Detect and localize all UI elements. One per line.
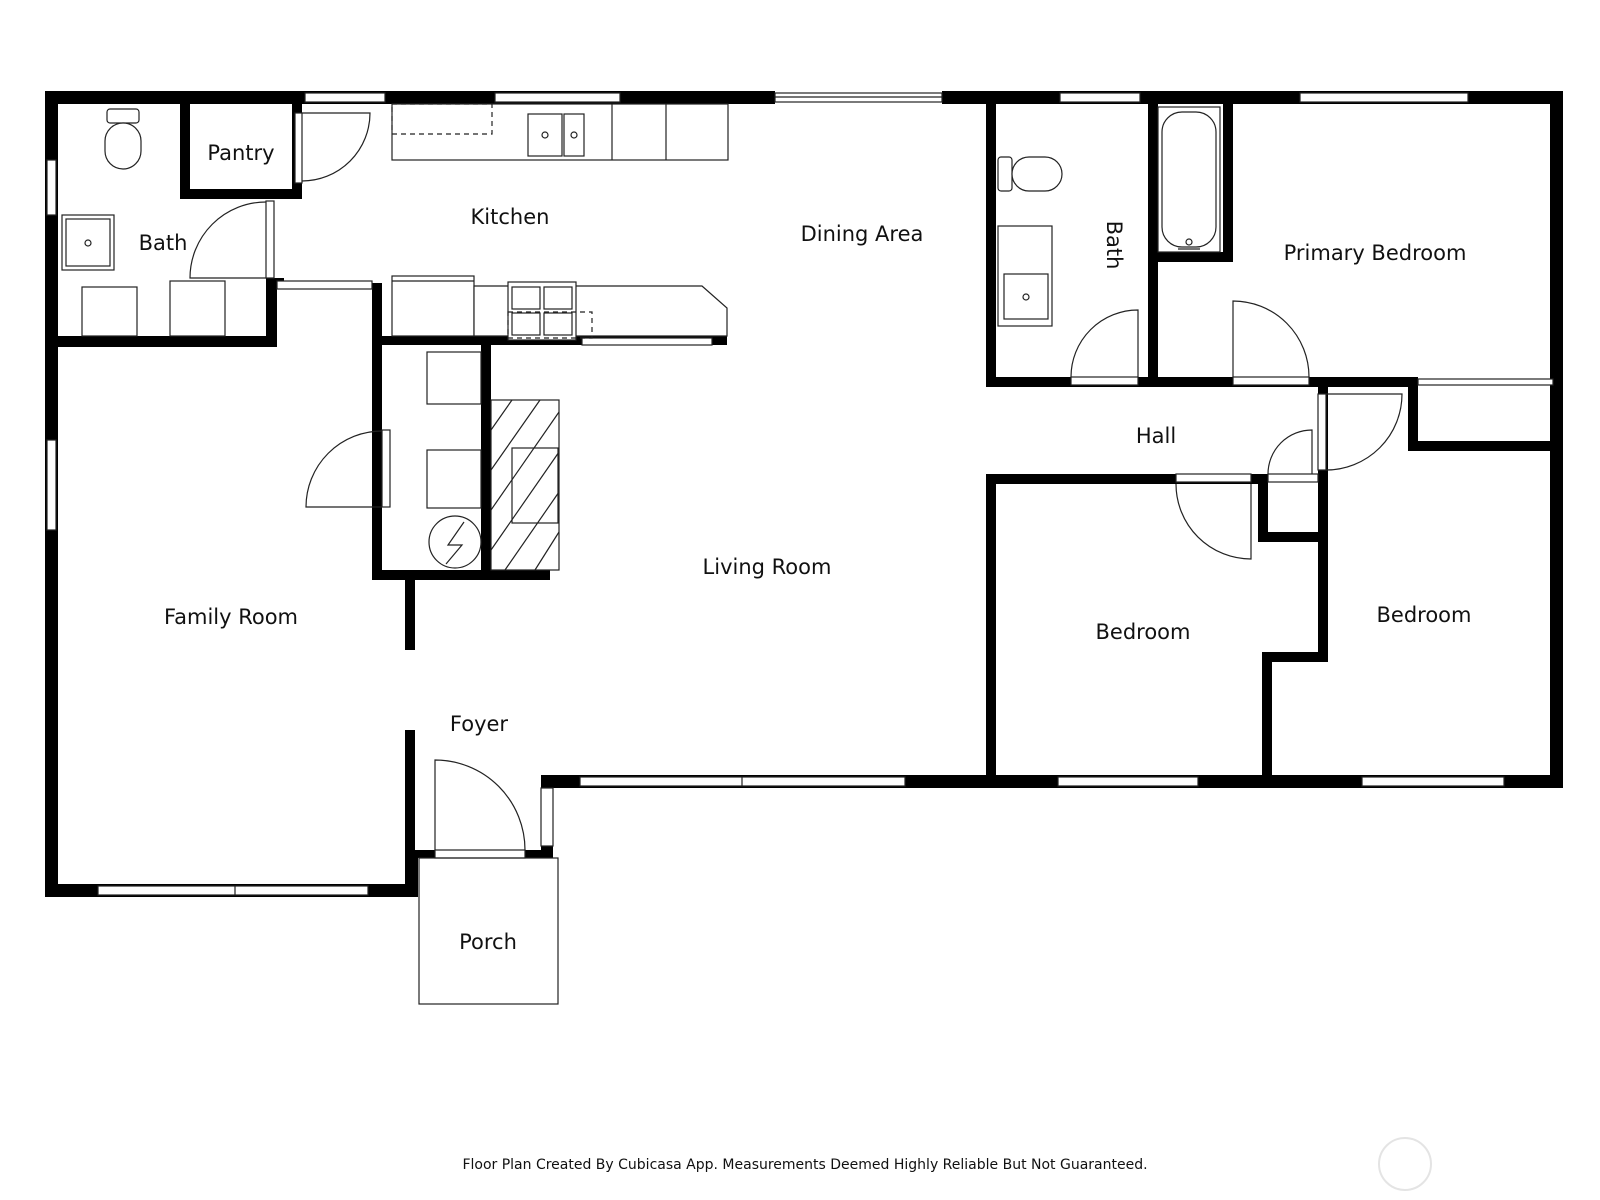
room-label-living-room: Living Room: [703, 555, 832, 579]
room-label-bedroom-right: Bedroom: [1377, 603, 1472, 627]
watermark-circle-icon: [1378, 1137, 1432, 1191]
room-label-primary-bedroom: Primary Bedroom: [1284, 241, 1467, 265]
footer-disclaimer: Floor Plan Created By Cubicasa App. Meas…: [462, 1157, 1147, 1173]
doors: [189, 112, 1403, 859]
room-label-bath-left: Bath: [139, 231, 188, 255]
room-label-kitchen: Kitchen: [471, 205, 550, 229]
porch-outline: [418, 857, 559, 1005]
windows: [46, 92, 1554, 896]
room-label-dining-area: Dining Area: [801, 222, 924, 246]
room-label-bath-right: Bath: [1102, 221, 1126, 270]
fireplace-hatch: [490, 399, 560, 571]
room-labels: Bath Pantry Kitchen Dining Area Bath Pri…: [139, 141, 1472, 954]
room-label-pantry: Pantry: [207, 141, 274, 165]
fixtures: [61, 103, 1221, 571]
room-label-family-room: Family Room: [164, 605, 298, 629]
furnace-icon: [428, 515, 482, 569]
room-label-hall: Hall: [1136, 424, 1176, 448]
room-label-porch: Porch: [459, 930, 517, 954]
room-label-bedroom-middle: Bedroom: [1096, 620, 1191, 644]
room-label-foyer: Foyer: [450, 712, 509, 736]
